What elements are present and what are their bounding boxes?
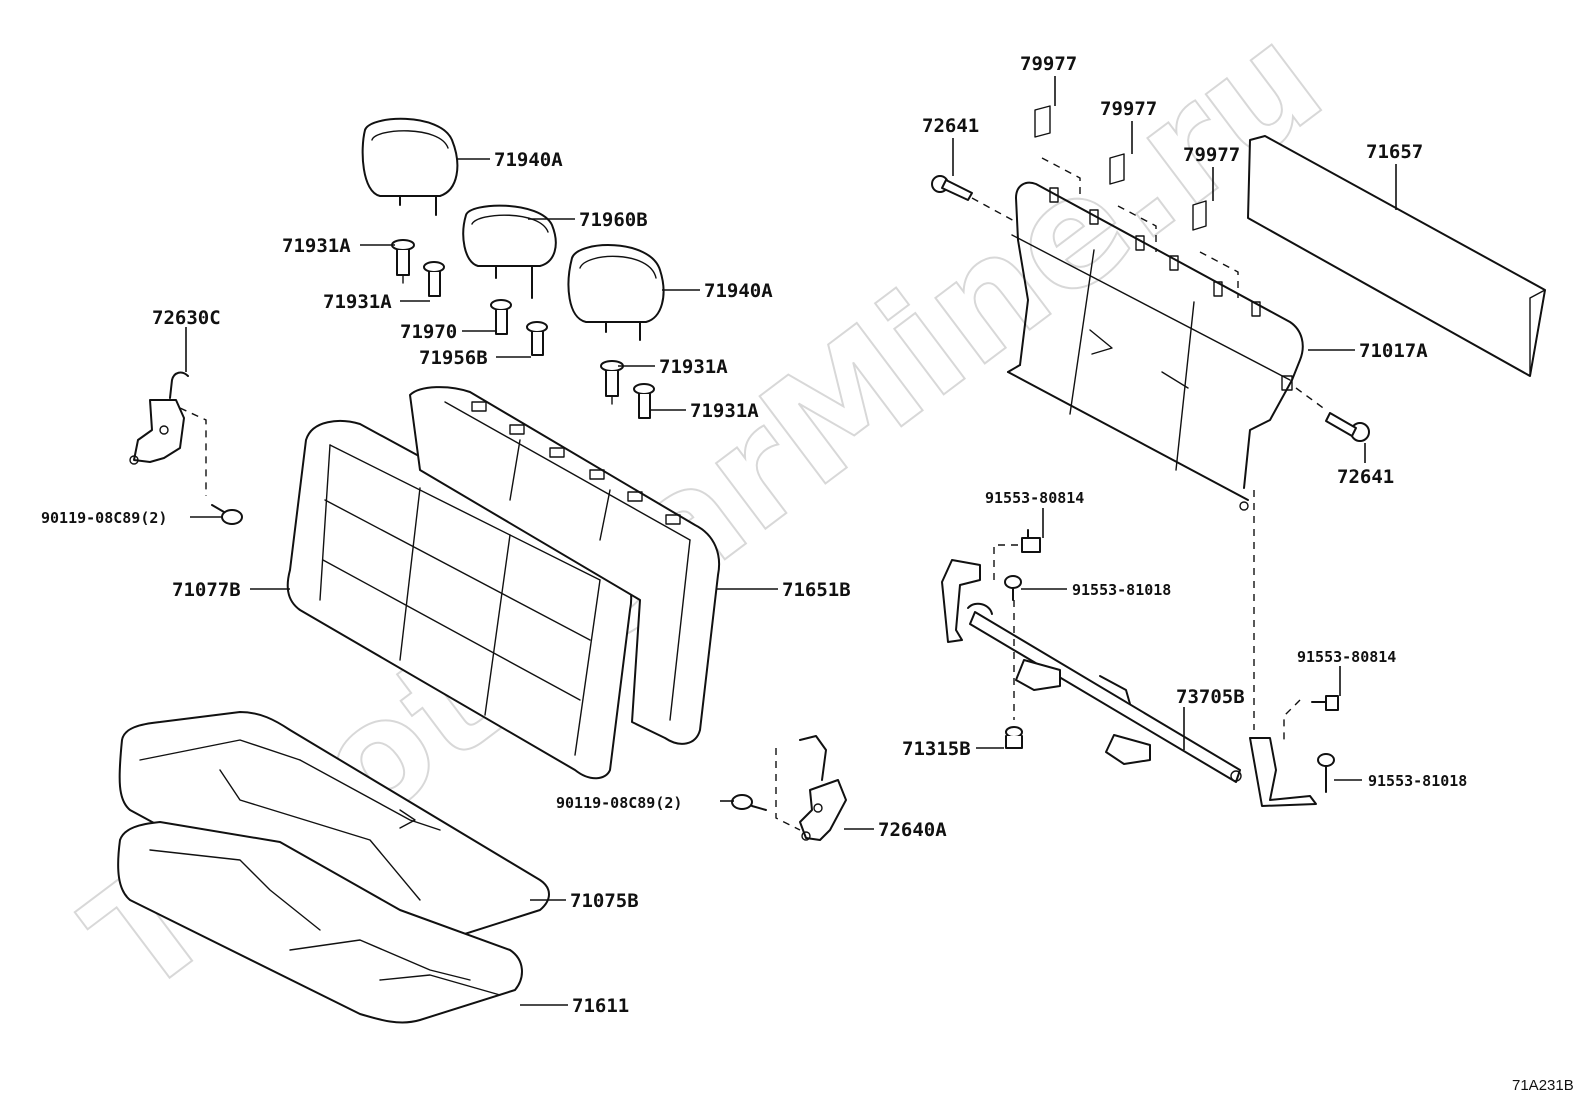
label-91553-81018-top: 91553-81018 bbox=[1072, 581, 1171, 599]
hinge-bar-73705B[interactable] bbox=[941, 559, 1317, 807]
leader-lines bbox=[185, 76, 1397, 1006]
seatback-frame-71017A[interactable] bbox=[1007, 181, 1304, 511]
label-71611: 71611 bbox=[572, 995, 629, 1017]
support-71931A-2[interactable] bbox=[423, 261, 445, 297]
plate-79977-2[interactable] bbox=[1109, 153, 1125, 185]
label-79977-2: 79977 bbox=[1100, 98, 1157, 120]
label-71077B: 71077B bbox=[172, 579, 241, 601]
bolt-91553-80814-top[interactable] bbox=[1021, 529, 1041, 553]
support-71970[interactable] bbox=[490, 299, 512, 335]
label-90119-mid: 90119-08C89(2) bbox=[556, 794, 682, 812]
bolt-72641-right[interactable] bbox=[1325, 412, 1370, 442]
seatback-71077B[interactable] bbox=[286, 420, 633, 780]
label-91553-80814-right: 91553-80814 bbox=[1297, 648, 1396, 666]
bolt-91553-80814-right[interactable] bbox=[1311, 695, 1339, 711]
label-72641-top: 72641 bbox=[922, 115, 979, 137]
label-71931A-4: 71931A bbox=[690, 400, 759, 422]
label-71940A-top: 71940A bbox=[494, 149, 563, 171]
label-72641-right: 72641 bbox=[1337, 466, 1394, 488]
label-71017A: 71017A bbox=[1359, 340, 1428, 362]
label-79977-3: 79977 bbox=[1183, 144, 1240, 166]
support-71931A-3[interactable] bbox=[600, 360, 624, 405]
nut-71315B[interactable] bbox=[1005, 726, 1023, 749]
label-91553-81018-bottom: 91553-81018 bbox=[1368, 772, 1467, 790]
seatback-cover-71651B[interactable] bbox=[409, 386, 720, 745]
label-71970: 71970 bbox=[400, 321, 457, 343]
bolt-90119-left[interactable] bbox=[211, 504, 243, 525]
label-79977-1: 79977 bbox=[1020, 53, 1077, 75]
bolt-90119-mid[interactable] bbox=[731, 794, 767, 811]
label-71651B: 71651B bbox=[782, 579, 851, 601]
bolt-72641-top[interactable] bbox=[931, 175, 973, 201]
label-71931A-2: 71931A bbox=[323, 291, 392, 313]
support-71931A-4[interactable] bbox=[633, 383, 655, 419]
support-71931A-1[interactable] bbox=[391, 239, 415, 284]
label-71075B: 71075B bbox=[570, 890, 639, 912]
support-71956B[interactable] bbox=[526, 321, 548, 356]
label-72640A: 72640A bbox=[878, 819, 947, 841]
label-91553-80814-top: 91553-80814 bbox=[985, 489, 1084, 507]
label-72630C: 72630C bbox=[152, 307, 221, 329]
hinge-bracket-72630C[interactable] bbox=[129, 371, 189, 465]
plate-79977-1[interactable] bbox=[1034, 105, 1051, 138]
label-71956B: 71956B bbox=[419, 347, 488, 369]
label-71657: 71657 bbox=[1366, 141, 1423, 163]
headrest-71940A-right[interactable] bbox=[567, 244, 665, 341]
headrest-71960B[interactable] bbox=[462, 204, 557, 299]
label-71940A-right: 71940A bbox=[704, 280, 773, 302]
label-90119-left: 90119-08C89(2) bbox=[41, 509, 167, 527]
diagram-code: 71A231B bbox=[1512, 1077, 1574, 1094]
label-71315B: 71315B bbox=[902, 738, 971, 760]
headrest-71940A-left[interactable] bbox=[361, 117, 459, 216]
label-71931A-3: 71931A bbox=[659, 356, 728, 378]
seat-cushion-71075B[interactable] bbox=[118, 711, 550, 949]
label-71931A-1: 71931A bbox=[282, 235, 351, 257]
plate-79977-3[interactable] bbox=[1192, 200, 1207, 231]
bolt-91553-81018-top[interactable] bbox=[1004, 575, 1022, 601]
cushion-pad-71611[interactable] bbox=[117, 821, 523, 1024]
seat-lock-72640A[interactable] bbox=[799, 735, 847, 841]
label-71960B: 71960B bbox=[579, 209, 648, 231]
label-73705B: 73705B bbox=[1176, 686, 1245, 708]
bolt-91553-81018-bottom[interactable] bbox=[1317, 753, 1335, 793]
board-71657[interactable] bbox=[1247, 135, 1546, 377]
